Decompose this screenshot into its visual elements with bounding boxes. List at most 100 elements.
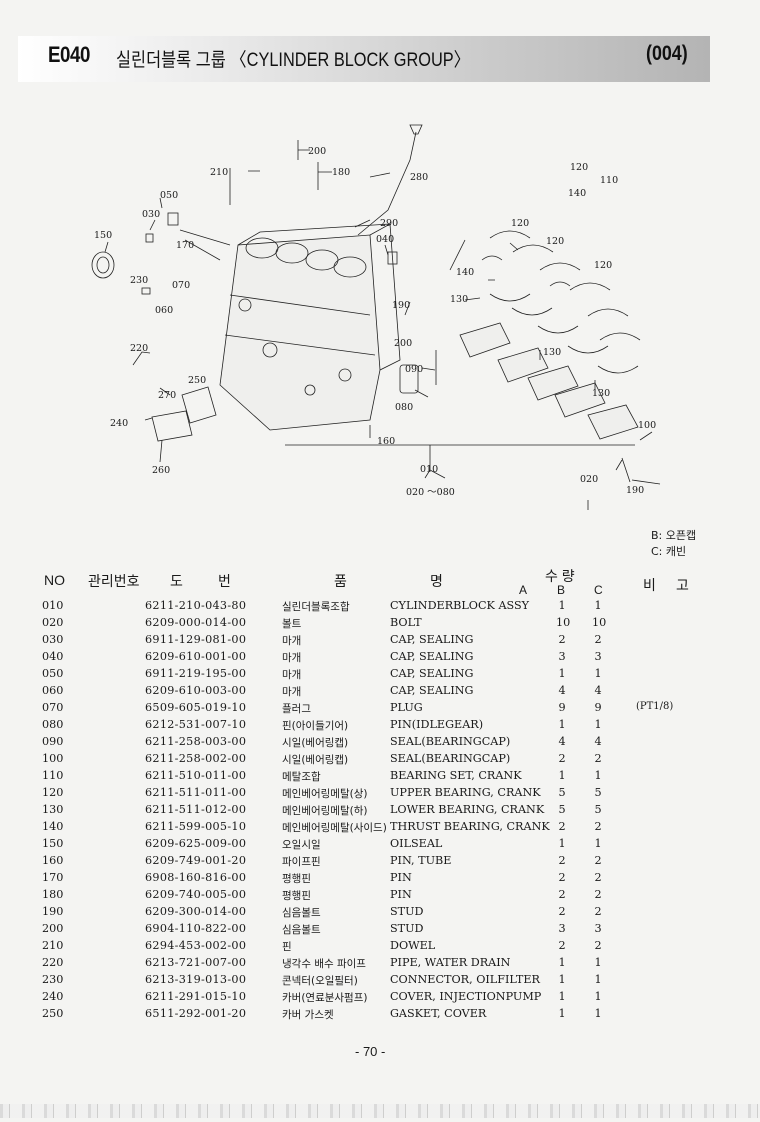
- callout-270: 270: [158, 390, 176, 401]
- cell-part-name: PIN, TUBE: [390, 854, 452, 867]
- cell-qty-c: 1: [594, 599, 602, 612]
- cell-part-number: 6212-531-007-10: [145, 718, 247, 731]
- cell-part-number: 6904-110-822-00: [145, 922, 247, 935]
- cell-qty-c: 3: [594, 922, 602, 935]
- cell-qty-c: 1: [594, 956, 602, 969]
- cell-korean-name: 카버 가스켓: [282, 1009, 334, 1021]
- callout-130-a: 130: [450, 294, 468, 305]
- cell-korean-name: 핀(아이들기어): [282, 720, 349, 732]
- cell-part-name: PLUG: [390, 701, 423, 714]
- cell-korean-name: 마개: [282, 669, 302, 681]
- cell-qty-c: 2: [594, 633, 602, 646]
- cell-part-number: 6209-000-014-00: [145, 616, 247, 629]
- callout-160: 160: [377, 436, 395, 447]
- cell-qty-b: 3: [558, 922, 566, 935]
- cell-no: 150: [42, 837, 64, 850]
- cell-no: 020: [42, 616, 64, 629]
- cell-no: 090: [42, 735, 64, 748]
- cell-part-number: 6209-749-001-20: [145, 854, 247, 867]
- cell-qty-b: 1: [558, 973, 566, 986]
- cell-no: 180: [42, 888, 64, 901]
- cell-part-name: CAP, SEALING: [390, 684, 474, 697]
- cell-part-number: 6211-599-005-10: [145, 820, 247, 833]
- cell-qty-b: 2: [558, 820, 566, 833]
- cell-qty-b: 2: [558, 939, 566, 952]
- cell-qty-b: 1: [558, 718, 566, 731]
- cell-part-name: CAP, SEALING: [390, 667, 474, 680]
- callout-190-a: 190: [392, 300, 410, 311]
- cell-no: 250: [42, 1007, 64, 1020]
- callout-120-b: 120: [546, 236, 564, 247]
- cell-qty-b: 1: [558, 956, 566, 969]
- callout-100: 100: [638, 420, 656, 431]
- cell-korean-name: 콘넥터(오일필터): [282, 975, 358, 987]
- header-bi: 비: [643, 577, 656, 593]
- section-code: E040: [48, 42, 90, 67]
- header-pum: 품: [334, 573, 347, 589]
- cell-qty-c: 4: [594, 684, 602, 697]
- header-qty-a: A: [519, 583, 528, 597]
- diagram-linework: [91, 124, 661, 510]
- cell-qty-c: 1: [594, 718, 602, 731]
- cell-remark: (PT1/8): [636, 701, 674, 712]
- cell-part-number: 6911-219-195-00: [145, 667, 247, 680]
- cell-qty-b: 4: [558, 684, 566, 697]
- cell-no: 170: [42, 871, 64, 884]
- header-beon: 번: [218, 573, 231, 589]
- cell-part-number: 6209-610-003-00: [145, 684, 247, 697]
- cell-part-name: CYLINDERBLOCK ASSY: [390, 599, 530, 612]
- callout-070: 070: [172, 280, 190, 291]
- cell-part-name: PIN(IDLEGEAR): [390, 718, 484, 731]
- cell-no: 060: [42, 684, 64, 697]
- diagram-callouts: 200 180 210 280 120 140 110 050 030 150 …: [94, 146, 656, 498]
- callout-040: 040: [376, 234, 394, 245]
- cell-part-name: STUD: [390, 905, 424, 918]
- callout-120-c: 120: [594, 260, 612, 271]
- callout-140-top: 140: [568, 188, 586, 199]
- cell-korean-name: 카버(연료분사펌프): [282, 992, 368, 1004]
- cell-qty-c: 9: [594, 701, 602, 714]
- callout-200-b: 200: [394, 338, 412, 349]
- cell-part-number: 6509-605-019-10: [145, 701, 247, 714]
- page-number: - 70 -: [355, 1044, 386, 1059]
- cell-no: 100: [42, 752, 64, 765]
- cell-no: 220: [42, 956, 64, 969]
- cell-no: 040: [42, 650, 64, 663]
- cell-part-name: UPPER BEARING, CRANK: [390, 786, 541, 799]
- scan-edge: [0, 1104, 760, 1118]
- cell-part-name: GASKET, COVER: [390, 1007, 487, 1020]
- callout-130-b: 130: [543, 347, 561, 358]
- callout-170: 170: [176, 240, 194, 251]
- cell-part-number: 6213-721-007-00: [145, 956, 247, 969]
- cell-qty-b: 1: [558, 837, 566, 850]
- cell-korean-name: 시일(베어링캡): [282, 754, 349, 766]
- cell-qty-b: 1: [558, 599, 566, 612]
- legend-open-cab: B: 오픈캡: [651, 529, 697, 542]
- cell-part-number: 6211-210-043-80: [145, 599, 247, 612]
- cell-qty-c: 5: [594, 786, 602, 799]
- cell-part-name: THRUST BEARING, CRANK: [390, 820, 550, 833]
- cell-no: 140: [42, 820, 64, 833]
- cell-qty-b: 2: [558, 752, 566, 765]
- cell-qty-c: 1: [594, 769, 602, 782]
- callout-260: 260: [152, 465, 170, 476]
- cell-korean-name: 냉각수 배수 파이프: [282, 958, 366, 970]
- cell-part-name: BOLT: [390, 616, 422, 629]
- header-qty-c: C: [594, 583, 603, 597]
- callout-230: 230: [130, 275, 148, 286]
- cell-no: 230: [42, 973, 64, 986]
- callout-190-b: 190: [626, 485, 644, 496]
- cell-part-name: CAP, SEALING: [390, 650, 474, 663]
- cell-part-number: 6211-291-015-10: [145, 990, 247, 1003]
- cell-qty-c: 2: [594, 752, 602, 765]
- callout-210: 210: [210, 167, 228, 178]
- header-management-number: 관리번호: [88, 573, 140, 589]
